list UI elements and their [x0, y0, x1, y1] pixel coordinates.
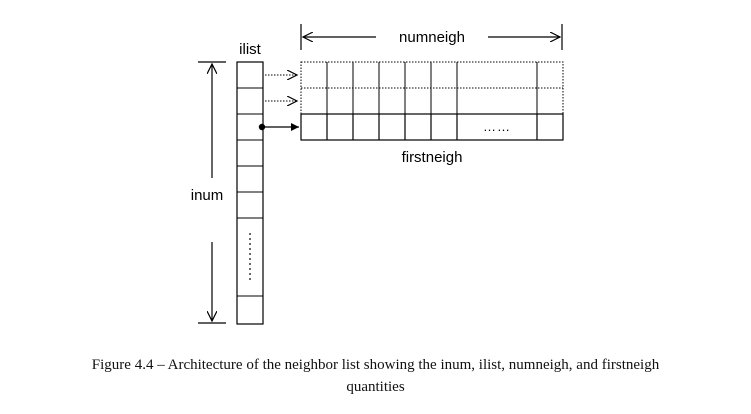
row-ellipsis: ……: [483, 119, 511, 134]
pointer-origin-dot: [258, 123, 266, 131]
ilist-vertical-ellipsis: [249, 233, 251, 280]
ilist-column-outline: [236, 61, 264, 325]
ilist-label: ilist: [239, 41, 261, 58]
firstneigh-label: firstneigh: [402, 149, 463, 166]
inum-label: inum: [191, 187, 224, 204]
firstneigh-array: ……: [300, 61, 564, 141]
figure-caption: Figure 4.4 – Architecture of the neighbo…: [20, 354, 731, 398]
neighbor-row-solid: [300, 113, 564, 141]
numneigh-label: numneigh: [399, 29, 465, 46]
neighbor-row-dividers-dotted: [326, 62, 538, 114]
numneigh-dimension: numneigh: [300, 24, 563, 50]
ilist-array: [236, 61, 264, 325]
pointer-arrows: [258, 75, 299, 131]
inum-dimension: inum: [191, 61, 226, 324]
caption-line-2: quantities: [346, 379, 405, 395]
neighbor-row-dotted: [300, 61, 564, 115]
neighbor-list-diagram: ilist inum numneigh: [191, 24, 564, 325]
caption-line-1: Figure 4.4 – Architecture of the neighbo…: [91, 357, 660, 373]
